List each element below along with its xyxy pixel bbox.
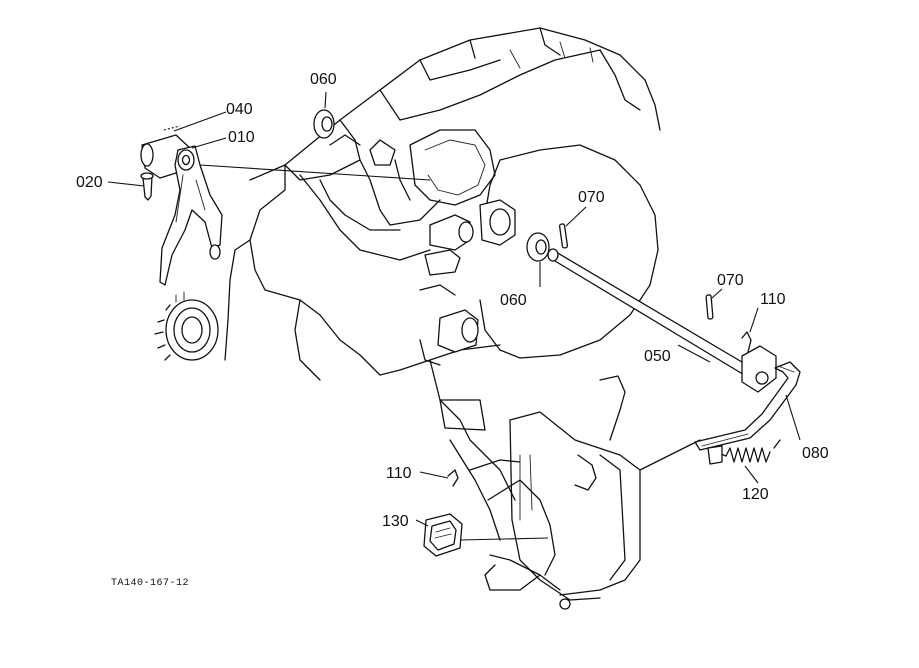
callout-labels: 010 020 040 050 060 060 070 070 080 110 … [76,71,829,589]
transmission-housing [224,27,661,541]
callout-130: 130 [382,513,409,530]
leader-lines [107,91,801,541]
callout-020: 020 [76,174,103,191]
callout-060-mid: 060 [500,292,527,309]
pedal-pad [423,513,463,557]
callout-050: 050 [644,348,671,365]
callout-120: 120 [742,486,769,503]
callout-110-mid: 110 [386,465,412,482]
oil-seal-lower [526,232,550,262]
callout-060-top: 060 [310,71,337,88]
oil-seal-upper [313,109,335,139]
return-spring [707,439,781,465]
callout-070-left: 070 [578,189,605,206]
spring-pin-right [705,294,714,320]
pedal-bracket [469,375,701,610]
callout-110-top: 110 [760,291,786,308]
clutch-lever-arm [694,345,801,451]
cotter-pin-upper [741,331,752,353]
shift-fork-assembly [140,134,223,361]
cotter-pin-lower [447,469,459,487]
callout-010: 010 [228,129,255,146]
callout-080: 080 [802,445,829,462]
spring-pin-left [558,223,569,249]
drawing-reference-code: TA140-167-12 [111,578,189,589]
callout-040: 040 [226,101,253,118]
callout-070-right: 070 [717,272,744,289]
